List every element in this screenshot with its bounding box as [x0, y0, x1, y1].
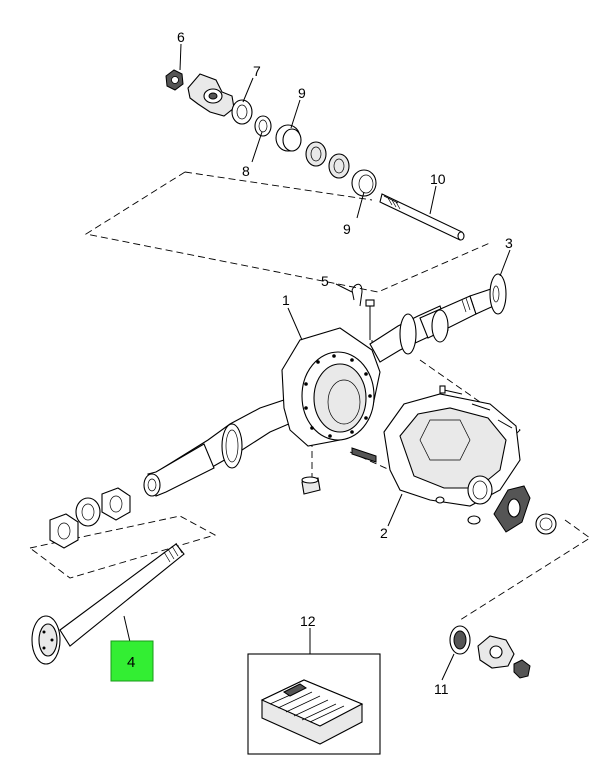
- oil-seal-part[interactable]: [254, 115, 272, 137]
- callout-9-lower[interactable]: 9: [343, 221, 351, 237]
- callout-3[interactable]: 3: [505, 235, 513, 251]
- axle-shaft-part[interactable]: [31, 542, 185, 665]
- pinion-yoke-part[interactable]: [187, 73, 253, 125]
- differential-carrier-part[interactable]: [351, 385, 521, 525]
- leader-lines: [123, 43, 511, 681]
- bearing-cup-upper-part[interactable]: [275, 124, 302, 152]
- callout-10[interactable]: 10: [430, 171, 446, 187]
- callout-7[interactable]: 7: [253, 63, 261, 79]
- callout-5[interactable]: 5: [321, 273, 329, 289]
- callout-2[interactable]: 2: [380, 525, 388, 541]
- pinion-seal-group-part[interactable]: [449, 625, 531, 679]
- axle-housing-part[interactable]: [143, 287, 499, 497]
- hub-flange-part[interactable]: [489, 273, 507, 315]
- bearing-cup-lower-part[interactable]: [351, 169, 377, 197]
- callout-9-upper[interactable]: 9: [298, 85, 306, 101]
- pinion-nut-part[interactable]: [165, 69, 184, 91]
- callout-12[interactable]: 12: [300, 613, 316, 629]
- callout-11[interactable]: 11: [434, 681, 449, 697]
- callout-1[interactable]: 1: [282, 292, 290, 308]
- callout-4-label: 4: [127, 654, 135, 671]
- ecu-module-part[interactable]: [260, 679, 364, 745]
- wheel-nut-set-part[interactable]: [49, 487, 131, 549]
- side-bearing-part[interactable]: [493, 485, 557, 535]
- pinion-shaft-part[interactable]: [379, 193, 465, 241]
- callout-6[interactable]: 6: [177, 29, 185, 45]
- callout-8[interactable]: 8: [242, 163, 250, 179]
- selected-callout-4[interactable]: 4: [110, 640, 154, 682]
- vent-clip-part[interactable]: [351, 283, 363, 307]
- plug-part[interactable]: [301, 476, 321, 495]
- bearing-cone-part[interactable]: [305, 141, 350, 179]
